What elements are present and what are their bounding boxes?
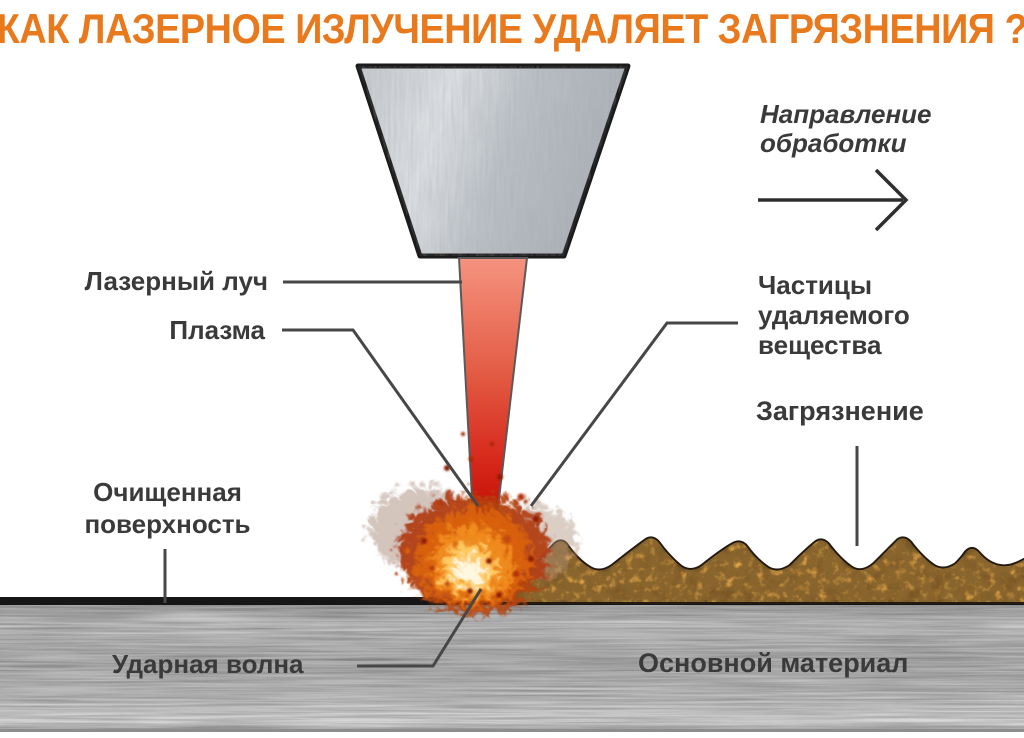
cleaned-surface-label: Очищенная поверхность — [84, 477, 251, 539]
plasma-burst — [363, 432, 571, 608]
direction-arrow-icon — [758, 168, 909, 232]
base-material-label: Основной материал — [638, 648, 909, 678]
particles-callout-line — [529, 321, 738, 507]
laser-beam-label: Лазерный луч — [84, 266, 268, 296]
plasma-label: Плазма — [169, 315, 265, 345]
particles-label: Частицы удаляемого вещества — [758, 270, 910, 360]
laser-nozzle — [355, 63, 631, 259]
plasma-callout-line — [282, 328, 480, 507]
direction-label: Направление обработки — [760, 99, 932, 158]
laser-beam — [457, 257, 529, 517]
shock-wave-label: Ударная волна — [112, 649, 304, 679]
diagram-title: КАК ЛАЗЕРНОЕ ИЗЛУЧЕНИЕ УДАЛЯЕТ ЗАГРЯЗНЕН… — [0, 5, 1024, 52]
contamination-label: Загрязнение — [756, 396, 924, 426]
base-material-block — [0, 597, 1024, 732]
shock-wave-callout-line — [357, 588, 483, 668]
